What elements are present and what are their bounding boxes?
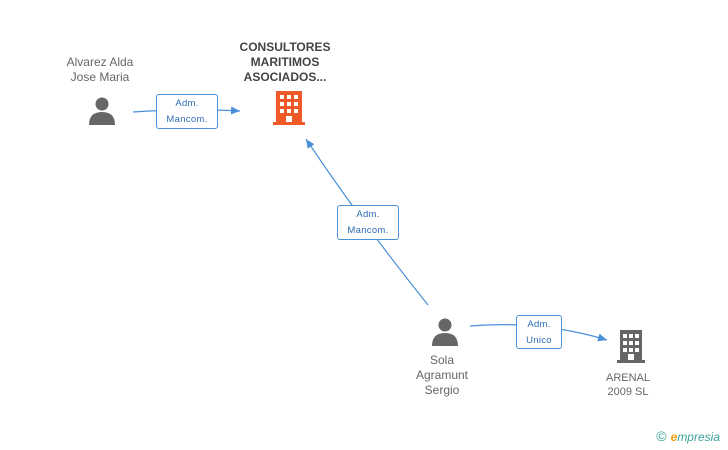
edge-label-line1: Adm.: [175, 98, 199, 109]
person-icon[interactable]: [87, 96, 117, 126]
node-label-sola[interactable]: Sola Agramunt Sergio: [392, 353, 492, 398]
edge-label-line2: Mancom.: [347, 225, 389, 236]
edge-label-sola-arenal[interactable]: Adm. Unico: [516, 315, 562, 349]
copyright-symbol: ©: [656, 428, 667, 444]
alvarez-name-line1: Alvarez Alda: [66, 55, 134, 69]
sola-name-line2: Agramunt: [415, 368, 469, 382]
node-label-consultores[interactable]: CONSULTORES MARITIMOS ASOCIADOS...: [225, 40, 345, 85]
edge-label-line1: Adm.: [527, 319, 551, 330]
brand-logo: ©empresia: [656, 428, 720, 444]
building-icon[interactable]: [273, 91, 305, 126]
sola-name-line3: Sergio: [424, 383, 460, 397]
person-icon[interactable]: [430, 317, 460, 347]
node-label-arenal[interactable]: ARENAL 2009 SL: [588, 371, 668, 399]
edge-label-alvarez-consultores[interactable]: Adm. Mancom.: [156, 94, 218, 129]
consultores-name-line1: CONSULTORES: [239, 40, 331, 54]
consultores-name-line3: ASOCIADOS...: [243, 70, 327, 84]
brand-e: e: [670, 430, 678, 444]
sola-name-line1: Sola: [429, 353, 455, 367]
node-label-alvarez[interactable]: Alvarez Alda Jose Maria: [48, 55, 152, 85]
building-icon[interactable]: [617, 330, 645, 363]
edge-label-sola-consultores[interactable]: Adm. Mancom.: [337, 205, 399, 240]
consultores-name-line2: MARITIMOS: [250, 55, 320, 69]
edge-label-line1: Adm.: [356, 209, 380, 220]
edge-label-line2: Unico: [526, 335, 552, 346]
alvarez-name-line2: Jose Maria: [70, 70, 130, 84]
arenal-name-line2: 2009 SL: [607, 386, 649, 398]
brand-rest: mpresia: [677, 430, 720, 444]
edge-label-line2: Mancom.: [166, 114, 208, 125]
arenal-name-line1: ARENAL: [605, 372, 651, 384]
